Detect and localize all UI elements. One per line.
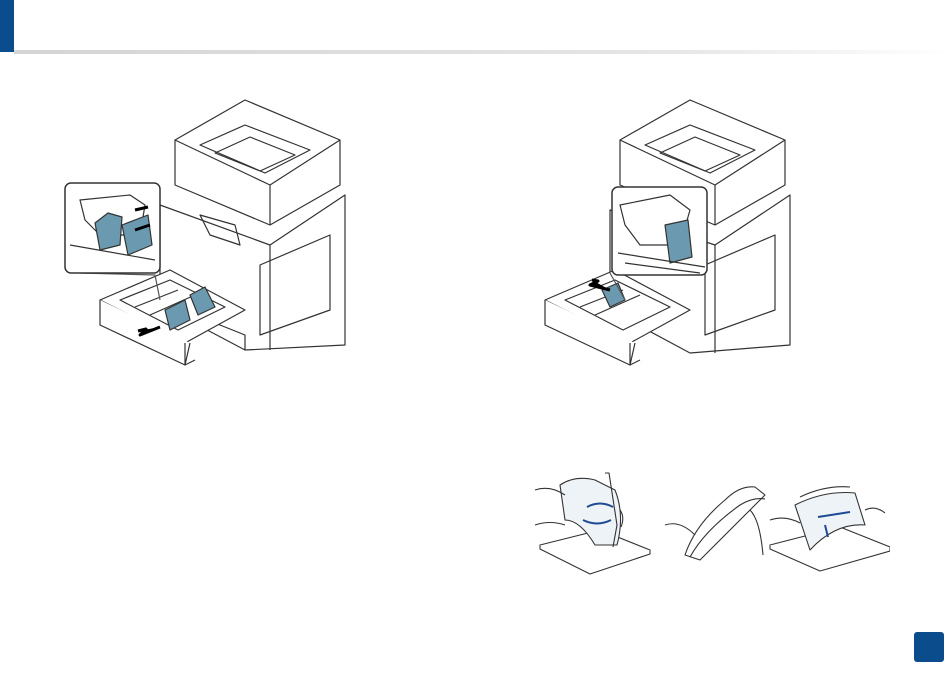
header-rule xyxy=(14,50,950,54)
tray-width-guide-illustration xyxy=(540,95,840,370)
paper-flex-illustration xyxy=(535,473,650,574)
page-number-badge xyxy=(914,632,944,662)
paper-fan-illustration xyxy=(770,487,890,571)
page-header xyxy=(0,0,950,56)
tray-length-guide-illustration xyxy=(60,95,360,370)
paper-curl-illustration xyxy=(665,487,765,560)
paper-fanning-illustration xyxy=(525,465,890,575)
header-accent-block xyxy=(0,0,14,52)
